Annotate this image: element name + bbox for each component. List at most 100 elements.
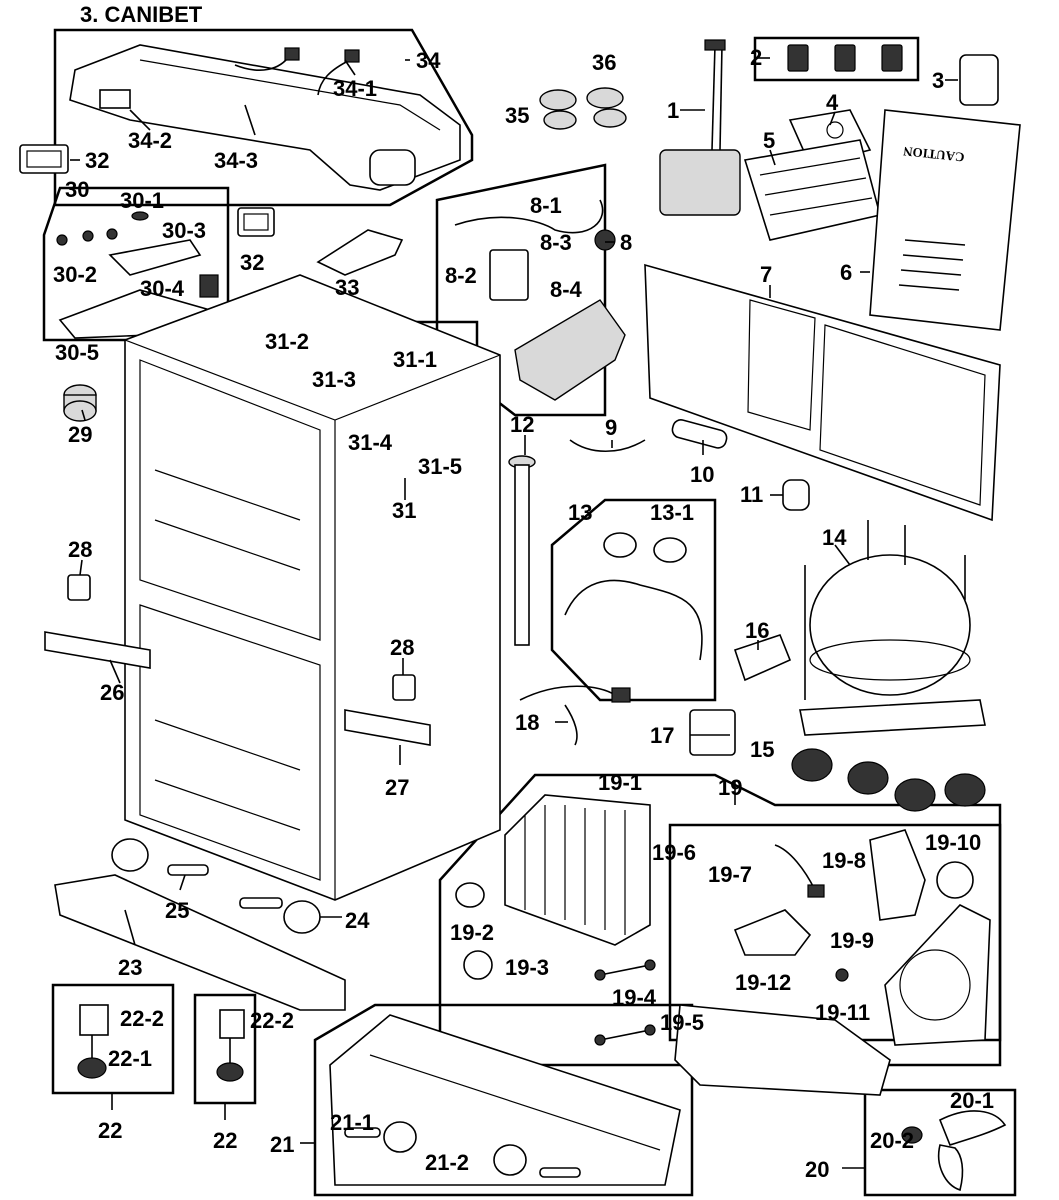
hinge-part-26 bbox=[44, 631, 151, 669]
callout-33: 33 bbox=[335, 275, 359, 300]
callout-19-10: 19-10 bbox=[925, 830, 981, 855]
callout-16: 16 bbox=[745, 618, 769, 643]
frame-22-left bbox=[51, 983, 175, 1095]
callout-13: 13 bbox=[568, 500, 592, 525]
top-cover-part-34 bbox=[69, 44, 461, 191]
callout-19-12: 19-12 bbox=[735, 970, 791, 995]
wire-harness-part-34-1 bbox=[234, 47, 360, 96]
callout-30-1: 30-1 bbox=[120, 188, 164, 213]
callout-4: 4 bbox=[826, 90, 839, 115]
clips-part-2 bbox=[787, 44, 903, 72]
callout-19-4: 19-4 bbox=[612, 985, 657, 1010]
callout-30-2: 30-2 bbox=[53, 262, 97, 287]
callout-19-9: 19-9 bbox=[830, 928, 874, 953]
wire-harness-part-1 bbox=[659, 39, 741, 216]
callout-31-5: 31-5 bbox=[418, 454, 462, 479]
callout-31-3: 31-3 bbox=[312, 367, 356, 392]
callout-labels: 34 34-1 34-2 34-3 32 32 33 30 30-1 30-3 … bbox=[53, 45, 994, 1182]
callout-22-b: 22 bbox=[213, 1128, 237, 1153]
evaporator-assembly-part-19 bbox=[455, 794, 891, 1096]
callout-22-2-b: 22-2 bbox=[250, 1008, 294, 1033]
callout-32-b: 32 bbox=[240, 250, 264, 275]
callout-20: 20 bbox=[805, 1157, 829, 1182]
callout-20-1: 20-1 bbox=[950, 1088, 994, 1113]
callout-21-1: 21-1 bbox=[330, 1110, 374, 1135]
shafts-part-25 bbox=[167, 864, 283, 909]
callout-31-2: 31-2 bbox=[265, 329, 309, 354]
callout-10: 10 bbox=[690, 462, 714, 487]
callout-24: 24 bbox=[345, 908, 370, 933]
callout-1: 1 bbox=[667, 98, 679, 123]
callout-8-3: 8-3 bbox=[540, 230, 572, 255]
callout-7: 7 bbox=[760, 262, 772, 287]
frame-2 bbox=[753, 36, 920, 82]
callout-31-4: 31-4 bbox=[348, 430, 393, 455]
relay-part-17 bbox=[689, 709, 736, 756]
diagram-title: 3. CANIBET bbox=[80, 2, 203, 27]
callout-2: 2 bbox=[750, 45, 762, 70]
wire-harness-part-18 bbox=[519, 685, 631, 746]
warning-label-part-6: CAUTION bbox=[869, 109, 1021, 331]
callout-19-8: 19-8 bbox=[822, 848, 866, 873]
frame-13 bbox=[550, 498, 717, 702]
callout-14: 14 bbox=[822, 525, 847, 550]
callout-23: 23 bbox=[118, 955, 142, 980]
callout-34-2: 34-2 bbox=[128, 128, 172, 153]
callout-36: 36 bbox=[592, 50, 616, 75]
callout-26: 26 bbox=[100, 680, 124, 705]
rear-cover-part-7 bbox=[644, 263, 1001, 522]
callout-30: 30 bbox=[65, 177, 89, 202]
callout-34-1: 34-1 bbox=[333, 76, 377, 101]
cap-part-29 bbox=[63, 384, 97, 422]
callout-19-3: 19-3 bbox=[505, 955, 549, 980]
pcb-part-5 bbox=[743, 139, 881, 241]
callout-8: 8 bbox=[620, 230, 632, 255]
drain-tube-part-12 bbox=[508, 455, 536, 646]
frame-21 bbox=[313, 1003, 694, 1197]
leader-lines bbox=[70, 57, 958, 1169]
callout-34: 34 bbox=[416, 48, 441, 73]
compressor-relay-part-8 bbox=[454, 199, 626, 401]
callout-22-a: 22 bbox=[98, 1118, 122, 1143]
roller-parts-24 bbox=[111, 838, 321, 934]
callout-9: 9 bbox=[605, 415, 617, 440]
callout-15: 15 bbox=[750, 737, 774, 762]
callout-19-11: 19-11 bbox=[815, 1000, 870, 1025]
grommets-part-15 bbox=[791, 748, 986, 812]
callout-8-2: 8-2 bbox=[445, 263, 477, 288]
callout-3: 3 bbox=[932, 68, 944, 93]
callout-20-2: 20-2 bbox=[870, 1128, 914, 1153]
plug-part-11 bbox=[782, 479, 810, 511]
callout-19-2: 19-2 bbox=[450, 920, 494, 945]
callout-22-1: 22-1 bbox=[108, 1046, 152, 1071]
callout-28-b: 28 bbox=[390, 635, 414, 660]
damper-parts-35-36 bbox=[539, 87, 627, 130]
base-plate-part-21 bbox=[329, 1014, 681, 1186]
callout-19-5: 19-5 bbox=[660, 1010, 704, 1035]
callout-12: 12 bbox=[510, 412, 534, 437]
cap-part-28 bbox=[67, 574, 416, 701]
callout-28-a: 28 bbox=[68, 537, 92, 562]
frame-19-sub bbox=[668, 823, 1002, 1042]
callout-11: 11 bbox=[740, 482, 763, 507]
callout-19-7: 19-7 bbox=[708, 862, 752, 887]
cover-part-3 bbox=[959, 54, 999, 106]
heater-assembly-part-13 bbox=[564, 532, 703, 661]
callout-8-1: 8-1 bbox=[530, 193, 562, 218]
callout-31: 31 bbox=[392, 498, 416, 523]
callout-34-3: 34-3 bbox=[214, 148, 258, 173]
callout-25: 25 bbox=[165, 898, 189, 923]
fan-blade-part-20 bbox=[901, 1110, 1007, 1192]
callout-5: 5 bbox=[763, 128, 775, 153]
warning-label-text: CAUTION bbox=[902, 144, 965, 165]
callout-27: 27 bbox=[385, 775, 409, 800]
callout-21: 21 bbox=[270, 1132, 294, 1157]
heater-part-10 bbox=[671, 419, 728, 449]
cover-part-16 bbox=[733, 634, 792, 682]
frame-20 bbox=[863, 1088, 1017, 1197]
leveling-foot-part-22-left bbox=[77, 1004, 109, 1079]
bracket-part-32-b bbox=[237, 207, 275, 237]
callout-18: 18 bbox=[515, 710, 539, 735]
callout-17: 17 bbox=[650, 723, 674, 748]
callout-30-5: 30-5 bbox=[55, 340, 99, 365]
